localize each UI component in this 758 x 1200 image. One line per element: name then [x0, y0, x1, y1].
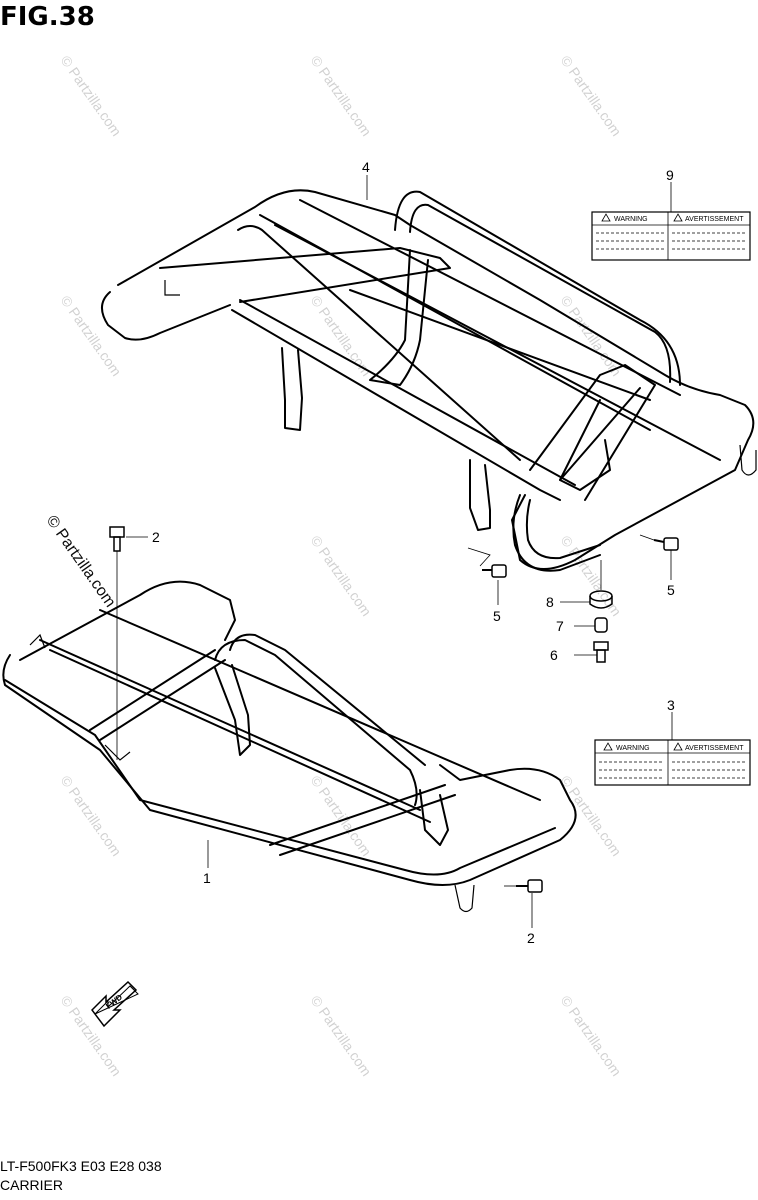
watermark: © Partzilla.com [308, 293, 375, 379]
section-name: CARRIER [0, 1177, 64, 1193]
bolt-5-left [467, 547, 507, 578]
callout-5-right: 5 [667, 582, 675, 598]
callout-3: 3 [667, 697, 675, 713]
callouts: 4 9 2 5 5 8 7 6 3 1 2 [152, 159, 675, 946]
watermark: © Partzilla.com [558, 53, 625, 139]
grommet-8 [589, 560, 613, 609]
callout-6: 6 [550, 647, 558, 663]
callout-2-lower: 2 [527, 930, 535, 946]
warning-label-3: WARNING AVERTISSEMENT [594, 739, 751, 786]
bolt-5-right [639, 534, 679, 551]
bolt-2-lower [504, 879, 543, 893]
warning-label-9: WARNING AVERTISSEMENT [591, 211, 751, 261]
collar-7 [574, 617, 608, 633]
bolt-6 [574, 641, 609, 663]
figure-title: FIG.38 [0, 2, 95, 32]
watermark-layer: © Partzilla.com © Partzilla.com © Partzi… [43, 53, 625, 1079]
rear-carrier-frame [101, 189, 757, 572]
watermark: © Partzilla.com [58, 53, 125, 139]
watermark: © Partzilla.com [308, 533, 375, 619]
callout-4: 4 [362, 159, 370, 175]
callout-1: 1 [203, 870, 211, 886]
callout-7: 7 [556, 618, 564, 634]
callout-9: 9 [666, 167, 674, 183]
warning-text: WARNING [614, 216, 648, 223]
callout-8: 8 [546, 594, 554, 610]
callout-leaders [126, 175, 673, 928]
callout-2-upper: 2 [152, 529, 160, 545]
front-carrier-frame [2, 580, 577, 913]
avertissement-text: AVERTISSEMENT [685, 216, 744, 223]
watermark: © Partzilla.com [558, 993, 625, 1079]
watermark: © Partzilla.com [558, 533, 625, 619]
fwd-arrow-icon: FWD [91, 980, 139, 1028]
model-code: LT-F500FK3 E03 E28 038 [0, 1158, 162, 1174]
watermark: © Partzilla.com [308, 53, 375, 139]
watermark: © Partzilla.com [58, 293, 125, 379]
callout-5-left: 5 [493, 608, 501, 624]
avertissement-text: AVERTISSEMENT [685, 745, 744, 752]
watermark: © Partzilla.com [308, 993, 375, 1079]
watermark-prominent: © Partzilla.com [43, 513, 119, 611]
watermark: © Partzilla.com [58, 773, 125, 859]
warning-text: WARNING [616, 745, 650, 752]
bolt-2-upper [109, 526, 125, 760]
